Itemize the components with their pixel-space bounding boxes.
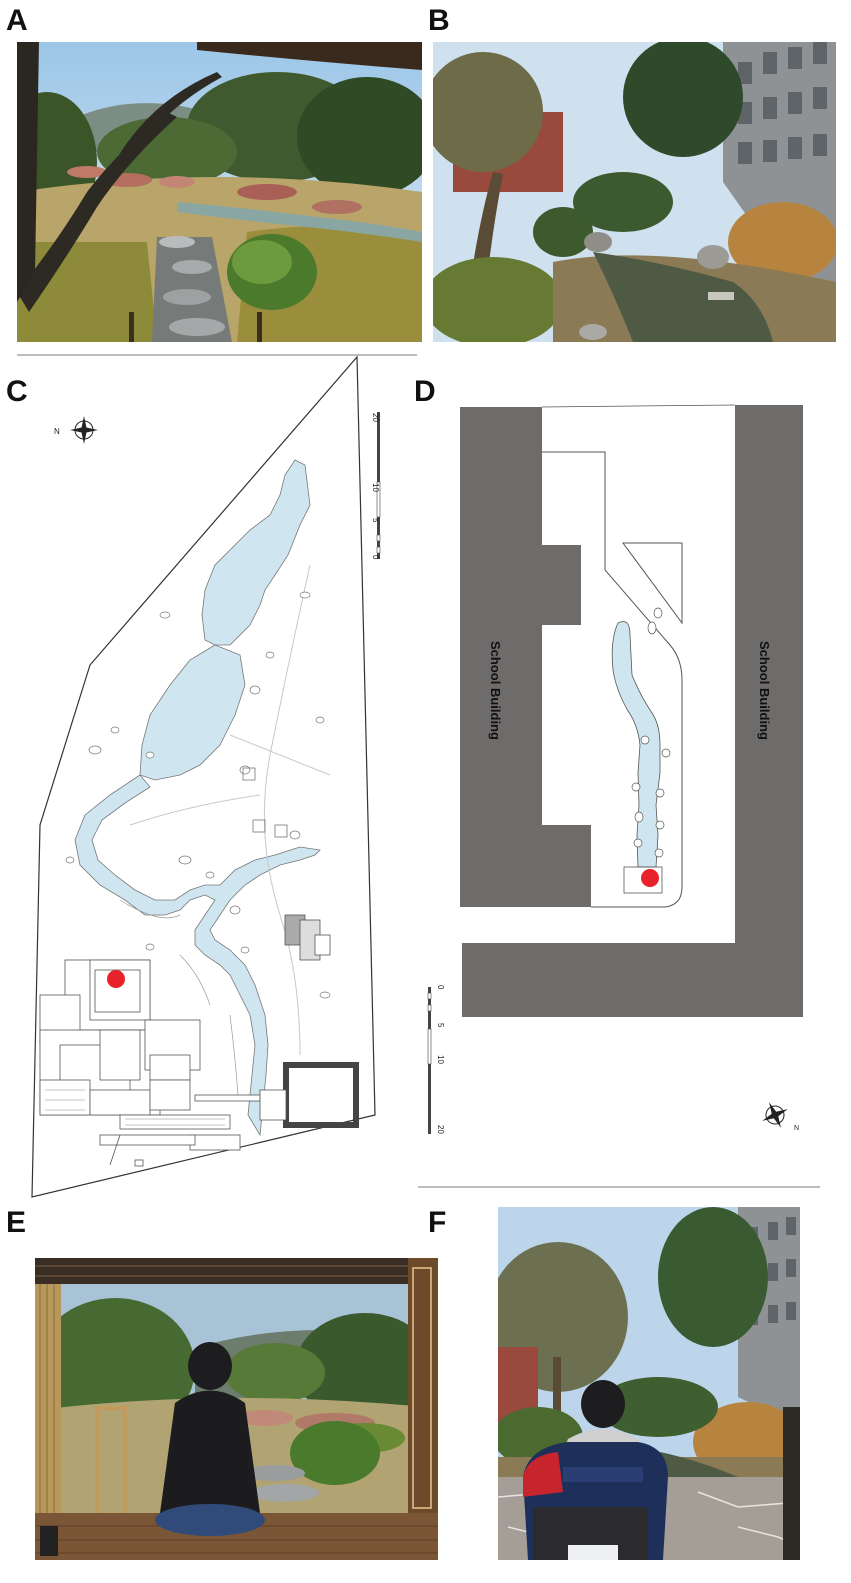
map-c-scale-label-5: 5 [371,518,380,523]
panel-letter-b: B [428,4,450,37]
map-c-compass-north-label: N [54,427,60,436]
map-c-scale-label-0: 0 [371,555,380,560]
right-building-label: School Building [757,641,772,740]
map-d-campus-plan: School Building School Building 0 5 10 2… [420,395,840,1155]
map-c-compass-icon [70,416,98,444]
divider-right [418,1186,820,1188]
left-school-building [460,407,591,907]
map-d-scale-label-20: 20 [436,1125,445,1134]
map-d-compass-north-label: N [794,1125,799,1132]
panel-letter-c: C [6,375,28,408]
panel-letter-a: A [6,4,28,37]
left-building-label: School Building [488,641,503,740]
map-d-viewpoint-marker [641,869,659,887]
photo-f-participant-campus-garden [498,1207,800,1560]
panel-letter-e: E [6,1206,27,1239]
right-school-building [462,405,803,1017]
map-c-scale-bar [376,412,381,559]
site-boundary [31,355,376,1198]
map-c-scale-label-10: 10 [371,483,380,492]
map-d-scale-label-5: 5 [436,1023,445,1028]
campus-stream [611,621,661,868]
map-c-scale-label-20: 20 [371,413,380,422]
panel-letter-d: D [414,375,436,408]
map-d-compass-icon [762,1102,788,1128]
map-d-scale-label-0: 0 [436,985,445,990]
map-c-garden-plan: N 20 10 5 0 [30,355,390,1200]
map-c-viewpoint-marker [107,970,125,988]
map-d-scale-label-10: 10 [436,1055,445,1064]
photo-b-campus-garden [433,42,836,342]
photo-e-participant-traditional-garden [35,1258,438,1560]
divider-top [17,354,417,356]
map-d-scale-bar [427,987,432,1134]
panel-letter-f: F [428,1206,447,1239]
photo-a-traditional-garden [17,42,422,342]
